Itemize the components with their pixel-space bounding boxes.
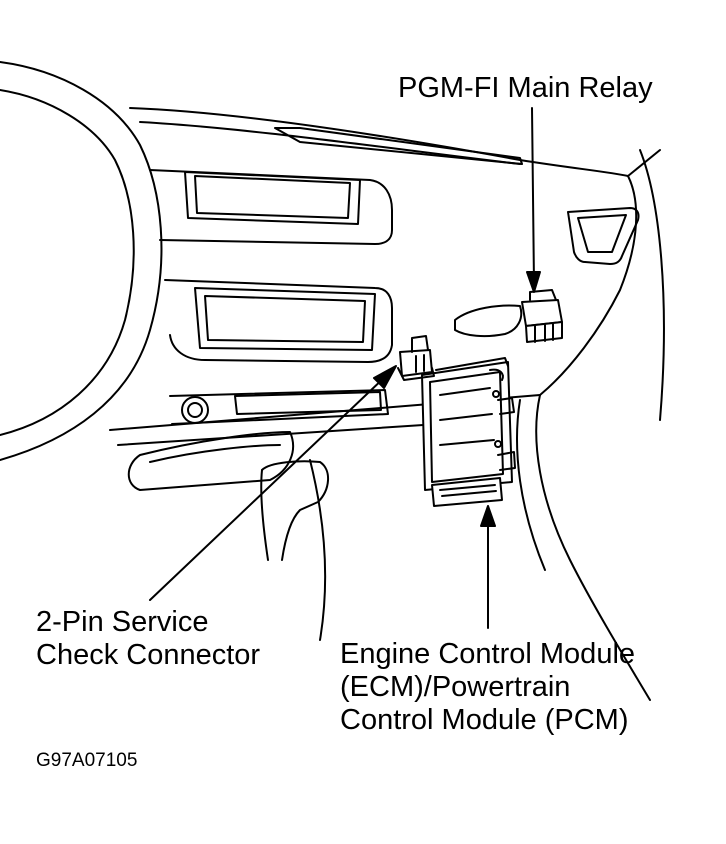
- main-relay-part: [521, 289, 563, 343]
- steering-wheel-rim-inner: [0, 89, 135, 436]
- module-label-line2: (ECM)/Powertrain: [340, 671, 571, 703]
- rotary-knob: [181, 396, 209, 424]
- relay-label: PGM-FI Main Relay: [398, 72, 653, 105]
- upper-display-inner: [194, 175, 351, 219]
- center-console-frame: [164, 279, 393, 363]
- service-connector-part: [397, 335, 435, 381]
- defroster-vent: [274, 127, 523, 165]
- service-connector-label: 2-Pin Service Check Connector: [36, 606, 260, 672]
- rotary-knob-center: [187, 402, 203, 418]
- right-air-vent: [567, 207, 640, 265]
- module-arrow: [480, 505, 496, 629]
- lower-opening: [127, 431, 295, 491]
- module-label-line3: Control Module (PCM): [340, 704, 629, 736]
- relay-label-text: PGM-FI Main Relay: [398, 72, 653, 104]
- radio-bezel: [194, 287, 376, 351]
- lower-opening-inner: [149, 444, 281, 463]
- console-side: [309, 459, 327, 641]
- shifter-boot: [261, 460, 329, 561]
- figure-id: G97A07105: [36, 750, 138, 771]
- upper-display: [184, 171, 361, 225]
- relay-arrow: [526, 107, 541, 293]
- switch-slot: [234, 391, 382, 415]
- module-label: Engine Control Module (ECM)/Powertrain C…: [340, 638, 635, 737]
- door-edge: [639, 149, 665, 421]
- kick-panel-line: [535, 394, 651, 701]
- dash-top-edge: [129, 107, 629, 177]
- dash-right-lower: [539, 175, 638, 396]
- module-label-line1: Engine Control Module: [340, 638, 636, 670]
- radio-bezel-inner: [204, 295, 366, 343]
- service-connector-label-line2: Check Connector: [36, 639, 261, 671]
- upper-panel-frame: [149, 169, 393, 245]
- service-connector-arrow: [149, 365, 397, 601]
- steering-wheel-rim: [0, 61, 163, 461]
- relay-mount-opening: [454, 304, 523, 338]
- shifter-boot-side: [260, 469, 269, 561]
- service-connector-label-line1: 2-Pin Service: [36, 606, 209, 638]
- right-air-vent-inner: [577, 214, 627, 253]
- ecm-pcm-part: [421, 357, 516, 507]
- switch-panel: [169, 389, 389, 425]
- kick-panel-line-2: [516, 399, 546, 571]
